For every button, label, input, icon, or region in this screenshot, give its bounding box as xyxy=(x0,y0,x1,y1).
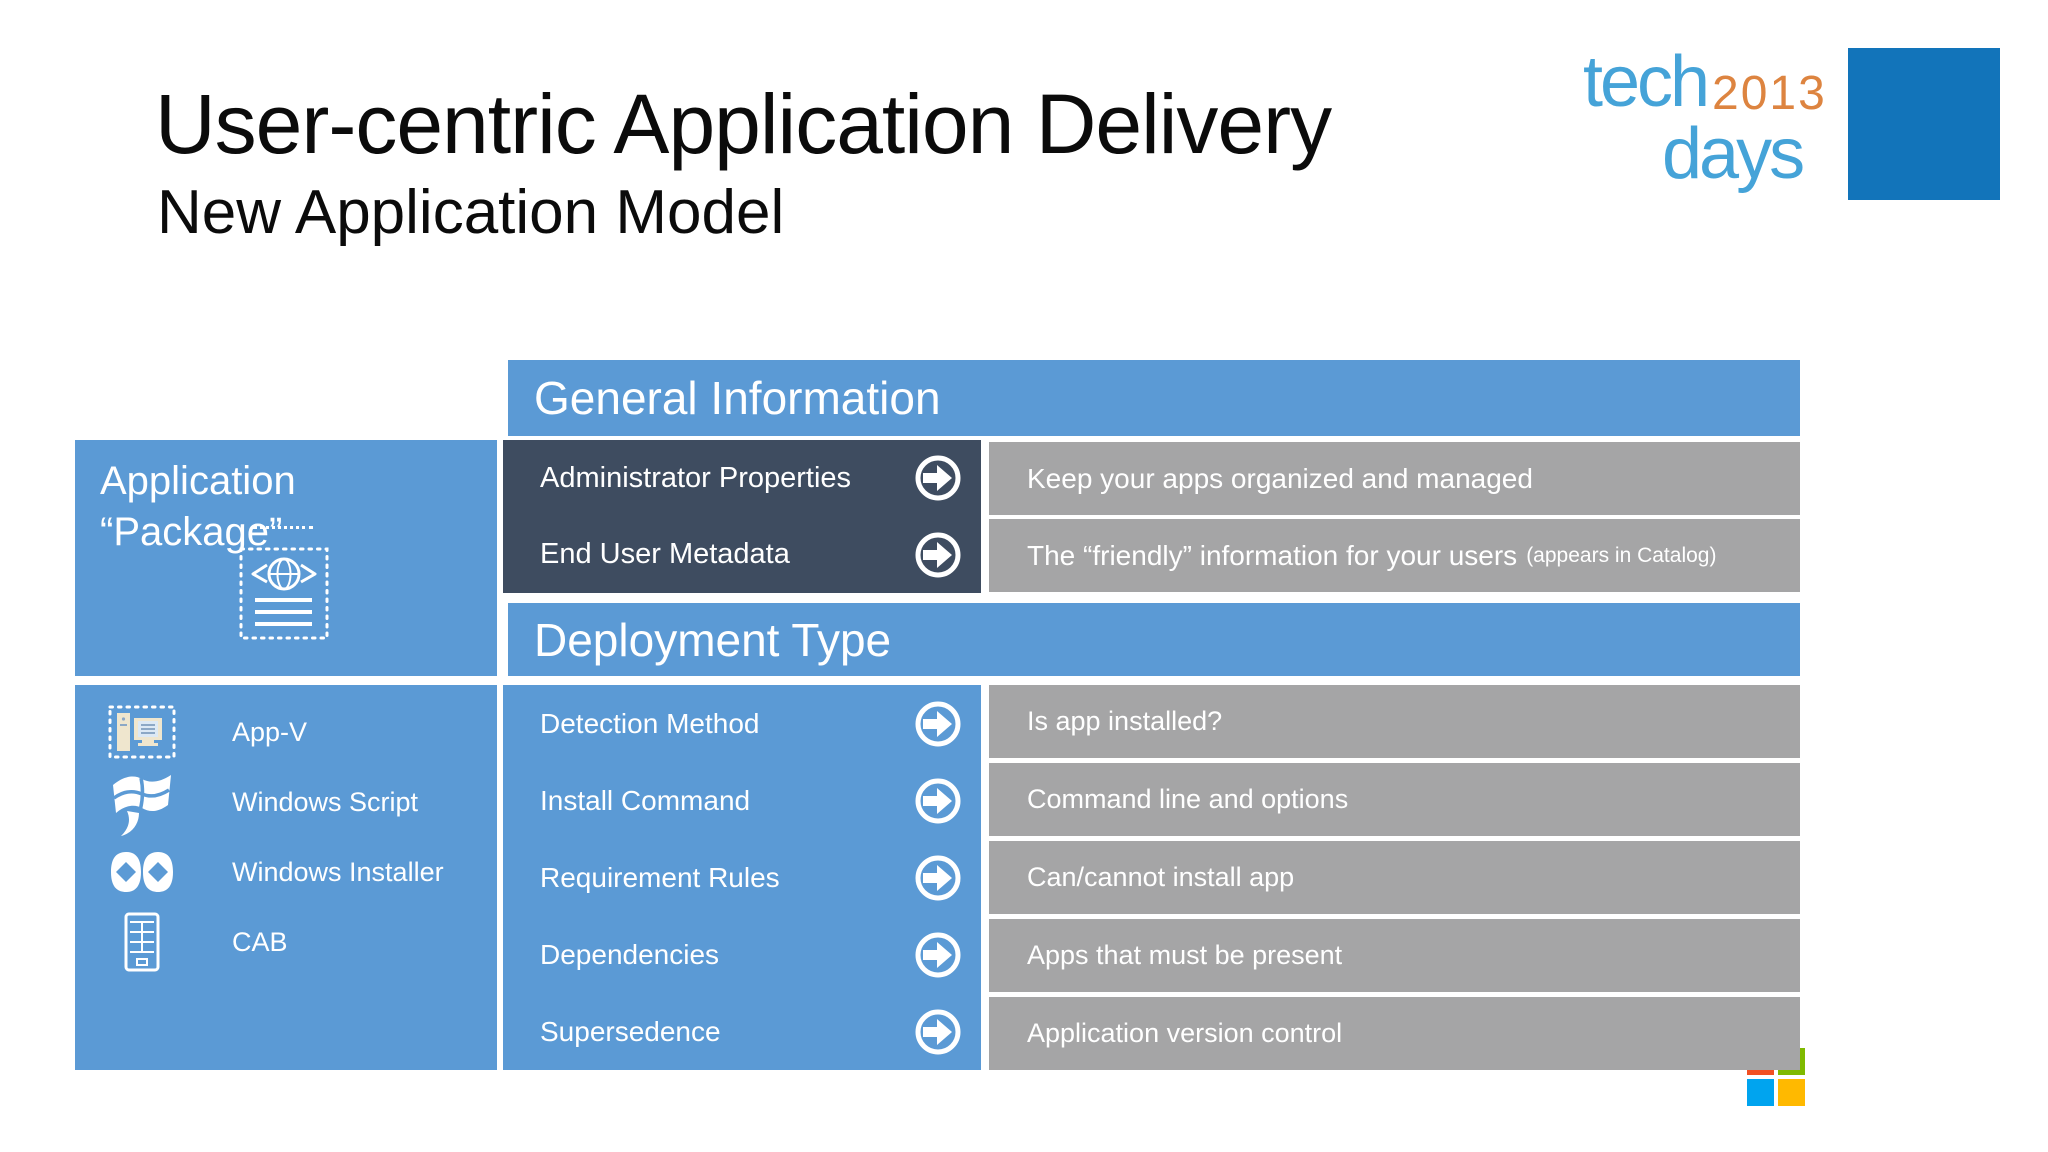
arrow-circle-icon xyxy=(915,701,961,747)
panel-row-install-command: Install Command xyxy=(503,762,981,839)
application-package-line1: Application xyxy=(100,459,296,503)
techdays-logo-word-days: days xyxy=(1662,114,1805,194)
application-package-line2: “Package” xyxy=(100,510,283,555)
arrow-circle-icon xyxy=(915,1009,961,1055)
appv-computer-icon xyxy=(75,705,208,759)
description-text: Command line and options xyxy=(1027,784,1349,814)
arrow-circle-icon xyxy=(915,778,961,824)
panel-row-detection-method: Detection Method xyxy=(503,685,981,762)
dotted-connector-line xyxy=(253,526,313,529)
description-note: (appears in Catalog) xyxy=(1526,543,1717,567)
section-header-deployment-type: Deployment Type xyxy=(508,603,1800,676)
windows-flag-icon xyxy=(75,767,208,837)
description-text: Apps that must be present xyxy=(1027,940,1343,970)
package-globe-document-icon xyxy=(239,547,329,640)
deployment-type-panel: Detection Method Install Command Require… xyxy=(503,685,981,1070)
description-row: Application version control xyxy=(989,997,1800,1070)
arrow-circle-icon xyxy=(915,855,961,901)
panel-row-dependencies: Dependencies xyxy=(503,916,981,993)
panel-row-administrator-properties: Administrator Properties xyxy=(503,440,981,517)
package-type-windows-installer: Windows Installer xyxy=(75,837,497,907)
description-text: Application version control xyxy=(1027,1018,1343,1048)
section-header-general-information: General Information xyxy=(508,360,1800,436)
row-label: Requirement Rules xyxy=(540,861,780,893)
package-type-appv: App-V xyxy=(75,697,497,767)
package-type-windows-script: Windows Script xyxy=(75,767,497,837)
description-row: The “friendly” information for your user… xyxy=(989,519,1800,592)
page-title: User-centric Application Delivery xyxy=(155,77,1332,171)
general-information-descriptions: Keep your apps organized and managed The… xyxy=(989,442,1800,592)
microsoft-logo-blue-square xyxy=(1747,1079,1774,1106)
description-text: Can/cannot install app xyxy=(1027,862,1295,892)
package-types-box: App-V Windows Script Windows Installer xyxy=(75,685,497,1070)
arrow-circle-icon xyxy=(915,932,961,978)
installer-infinity-icon xyxy=(75,851,208,893)
techdays-logo: tech 2013 days xyxy=(1560,40,2030,210)
techdays-logo-year: 2013 xyxy=(1712,67,1827,120)
page-subtitle: New Application Model xyxy=(157,178,785,247)
description-row: Is app installed? xyxy=(989,685,1800,758)
application-package-title: Application “Package” xyxy=(100,456,296,558)
description-row: Apps that must be present xyxy=(989,919,1800,992)
arrow-circle-icon xyxy=(915,455,961,501)
description-row: Keep your apps organized and managed xyxy=(989,442,1800,515)
description-text: Keep your apps organized and managed xyxy=(1027,462,1533,494)
arrow-circle-icon xyxy=(915,532,961,578)
description-row: Can/cannot install app xyxy=(989,841,1800,914)
section-header-label: Deployment Type xyxy=(534,613,892,666)
row-label: Administrator Properties xyxy=(540,461,852,494)
cab-phone-icon xyxy=(75,912,208,972)
package-type-cab: CAB xyxy=(75,907,497,977)
general-information-panel: Administrator Properties End User Metada… xyxy=(503,440,981,593)
row-label: Detection Method xyxy=(540,707,760,739)
description-row: Command line and options xyxy=(989,763,1800,836)
package-type-label: App-V xyxy=(232,716,308,747)
description-text: Is app installed? xyxy=(1027,706,1223,736)
description-text: The “friendly” information for your user… xyxy=(1027,539,1518,571)
panel-row-supersedence: Supersedence xyxy=(503,993,981,1070)
package-type-label: CAB xyxy=(232,926,288,957)
package-type-label: Windows Installer xyxy=(232,856,444,887)
row-label: End User Metadata xyxy=(540,538,790,571)
row-label: Supersedence xyxy=(540,1015,721,1047)
microsoft-logo-yellow-square xyxy=(1778,1079,1805,1106)
techdays-logo-word-tech: tech xyxy=(1583,42,1710,122)
section-header-label: General Information xyxy=(534,372,941,424)
application-package-box: Application “Package” xyxy=(75,440,497,676)
techdays-logo-square xyxy=(1848,48,2000,200)
deployment-type-descriptions: Is app installed? Command line and optio… xyxy=(989,685,1800,1070)
row-label: Install Command xyxy=(540,784,751,816)
panel-row-requirement-rules: Requirement Rules xyxy=(503,839,981,916)
package-type-label: Windows Script xyxy=(232,786,419,817)
row-label: Dependencies xyxy=(540,938,720,970)
panel-row-end-user-metadata: End User Metadata xyxy=(503,517,981,594)
